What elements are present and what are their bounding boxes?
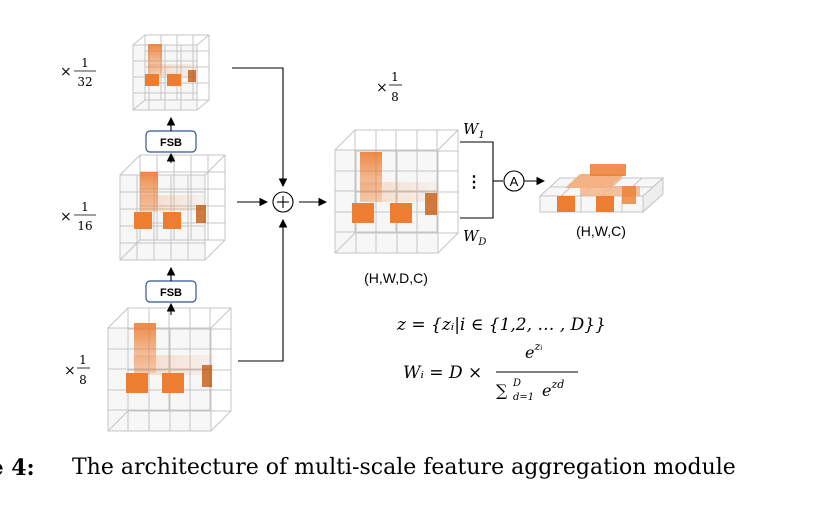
fsb-label-top: FSB — [160, 137, 182, 149]
svg-text:d=1: d=1 — [513, 392, 534, 403]
fsb-block-top: FSB — [145, 130, 197, 153]
svg-text:1: 1 — [81, 56, 89, 70]
aggregated-volume — [334, 129, 459, 254]
svg-text:Wᵢ = D ×: Wᵢ = D × — [403, 363, 482, 383]
fsb-block-bottom: FSB — [145, 280, 197, 303]
attention-node: A — [503, 170, 525, 192]
svg-text:×: × — [376, 80, 388, 96]
svg-text:×: × — [60, 64, 72, 80]
scale-label-1-32: × 1 32 — [60, 56, 96, 89]
svg-text:∑: ∑ — [496, 381, 508, 400]
svg-text:1: 1 — [79, 353, 87, 367]
svg-text:1: 1 — [81, 200, 89, 214]
svg-text:×: × — [64, 363, 76, 379]
svg-text:ezd: ezd — [542, 378, 564, 400]
fsb-label-bottom: FSB — [160, 287, 182, 299]
equation-z: z = {zᵢ|i ∈ {1,2, … , D}} — [396, 315, 606, 335]
weight-last: WD — [463, 227, 486, 248]
scale-label-1-16: × 1 16 — [60, 200, 96, 233]
svg-text:×: × — [60, 209, 72, 225]
scale-label-output: × 1 8 — [376, 70, 402, 104]
attention-label: A — [510, 174, 519, 189]
svg-text:32: 32 — [77, 75, 92, 89]
output-shape-label: (H,W,C) — [576, 223, 626, 239]
feature-volume-1-32 — [132, 34, 210, 111]
svg-text:8: 8 — [391, 90, 399, 104]
figure-caption-label: re 4: — [0, 455, 35, 481]
volume-shape-label: (H,W,D,C) — [364, 270, 428, 286]
figure-caption: re 4: The architecture of multi-scale fe… — [0, 455, 823, 495]
weights-bracket — [460, 141, 494, 219]
svg-text:D: D — [512, 378, 521, 389]
figure-caption-text: The architecture of multi-scale feature … — [72, 455, 736, 480]
arrow-1-8-to-sum — [238, 218, 288, 362]
arrow-1-32-to-sum — [232, 67, 288, 188]
architecture-diagram: FSB FSB A W1 ⋮ WD × 1 32 × — [60, 34, 665, 432]
feature-volume-1-8 — [107, 307, 232, 432]
feature-volume-1-16 — [119, 154, 226, 261]
output-feature-map — [538, 164, 665, 214]
svg-text:1: 1 — [391, 70, 399, 84]
weight-first: W1 — [463, 120, 485, 141]
equation-softmax: Wᵢ = D × ezᵢ ∑ D d=1 ezd — [403, 340, 578, 403]
svg-text:8: 8 — [79, 373, 87, 387]
svg-text:ezᵢ: ezᵢ — [525, 340, 542, 362]
weight-dots: ⋮ — [466, 172, 482, 191]
sum-node — [272, 191, 294, 213]
svg-text:16: 16 — [77, 219, 92, 233]
scale-label-1-8: × 1 8 — [64, 353, 90, 387]
